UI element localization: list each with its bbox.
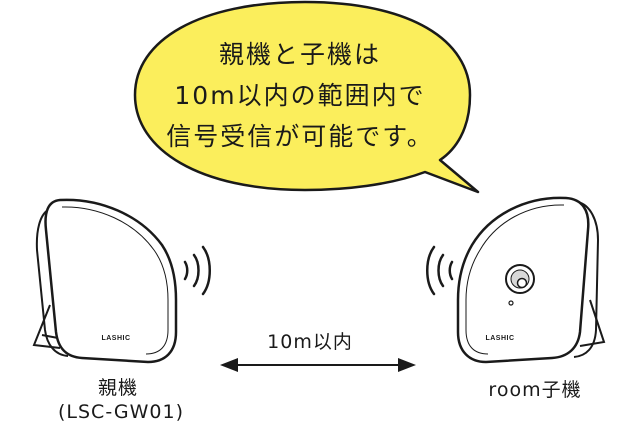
- parent-device-model: (LSC-GW01): [58, 401, 184, 423]
- signal-waves-left-icon: [426, 245, 454, 296]
- child-device-name: room子機: [488, 379, 582, 401]
- bubble-line-3: 信号受信が可能です。: [166, 122, 434, 151]
- child-device-brand: LASHIC: [485, 335, 514, 342]
- parent-device-illustration: LASHIC: [32, 198, 178, 364]
- distance-label: 10m以内: [267, 331, 353, 353]
- bubble-line-1: 親機と子機は: [218, 40, 381, 69]
- signal-waves-right-icon: [183, 245, 211, 296]
- parent-device-brand: LASHIC: [101, 335, 130, 342]
- child-device-illustration: LASHIC: [456, 196, 606, 364]
- double-arrow-icon: [220, 358, 416, 372]
- speech-bubble: [133, 0, 480, 194]
- bubble-message: 親機と子機は 10m以内の範囲内で 信号受信が可能です。: [150, 34, 450, 157]
- indicator-led-icon: [508, 300, 514, 306]
- child-device-label: room子機: [470, 378, 600, 402]
- parent-device-name: 親機: [97, 377, 138, 399]
- bubble-line-2: 10m以内の範囲内で: [174, 81, 426, 110]
- parent-device-label: 親機 (LSC-GW01): [58, 376, 184, 424]
